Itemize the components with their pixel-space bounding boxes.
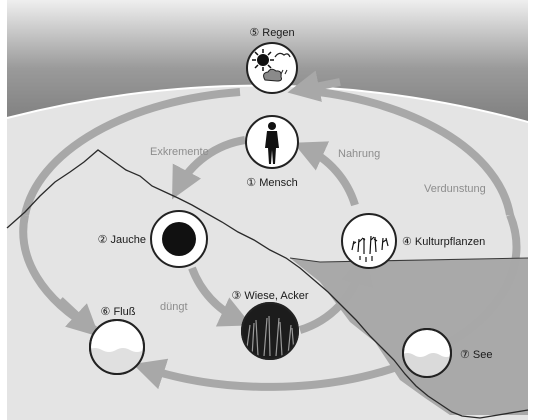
- node-mensch: [246, 116, 298, 168]
- label-fluss: ⑥ Fluß: [101, 306, 136, 318]
- label-see: ⑦ See: [460, 349, 493, 361]
- left-margin: [0, 0, 7, 420]
- node-kulturpflanzen: [342, 214, 396, 268]
- label-wiese-acker: ③ Wiese, Acker: [231, 290, 308, 302]
- label-verdunstung: Verdunstung: [424, 183, 486, 195]
- right-margin: [528, 0, 539, 420]
- node-jauche: [151, 211, 207, 267]
- label-nahrung: Nahrung: [338, 148, 380, 160]
- label-duengt: düngt: [160, 301, 188, 313]
- manure-pool-icon: [162, 222, 196, 256]
- label-jauche: ② Jauche: [98, 234, 146, 246]
- label-exkremente: Exkremente: [150, 146, 209, 158]
- label-regen: ⑤ Regen: [249, 27, 294, 39]
- label-mensch: ① Mensch: [246, 177, 297, 189]
- label-kulturpflanzen: ④ Kulturpflanzen: [402, 236, 485, 248]
- node-regen: [247, 43, 297, 93]
